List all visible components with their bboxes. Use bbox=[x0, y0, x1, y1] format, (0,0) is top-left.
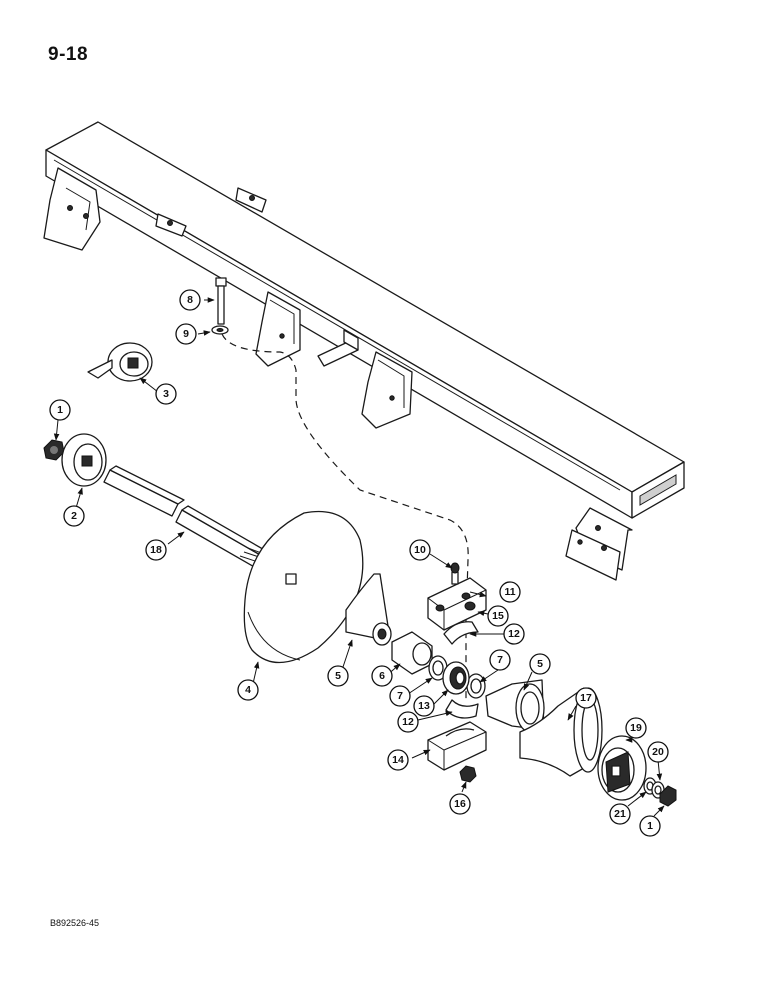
assembly-dashed-line bbox=[221, 333, 469, 700]
figure-reference: B892526-45 bbox=[50, 918, 100, 928]
page-number: 9-18 bbox=[48, 44, 89, 65]
scraper-plate bbox=[87, 342, 153, 382]
svg-text:11: 11 bbox=[504, 586, 515, 598]
svg-text:17: 17 bbox=[580, 692, 592, 704]
callout-8: 8 bbox=[179, 289, 201, 311]
callout-3: 3 bbox=[155, 383, 177, 405]
callout-6: 6 bbox=[371, 665, 393, 687]
svg-text:1: 1 bbox=[647, 820, 653, 832]
svg-text:13: 13 bbox=[418, 700, 430, 712]
spool-right bbox=[485, 679, 545, 733]
svg-text:1: 1 bbox=[57, 404, 63, 416]
callout-17: 17 bbox=[575, 687, 597, 709]
washer bbox=[211, 325, 229, 335]
nut-left bbox=[43, 439, 65, 461]
large-spool bbox=[519, 687, 603, 777]
svg-text:5: 5 bbox=[537, 658, 543, 670]
callout-7-right: 7 bbox=[489, 649, 511, 671]
svg-text:16: 16 bbox=[454, 798, 466, 810]
small-nut bbox=[464, 601, 476, 611]
end-washer bbox=[61, 433, 107, 487]
housing-top bbox=[427, 577, 487, 631]
callout-16: 16 bbox=[449, 793, 471, 815]
svg-text:21: 21 bbox=[614, 808, 626, 820]
svg-text:6: 6 bbox=[379, 670, 385, 682]
svg-text:7: 7 bbox=[497, 654, 503, 666]
liner-lower bbox=[445, 699, 479, 719]
frame-beam bbox=[45, 121, 685, 519]
svg-text:14: 14 bbox=[392, 754, 404, 766]
svg-text:10: 10 bbox=[414, 544, 426, 556]
hanger-tab bbox=[317, 329, 359, 367]
callout-2: 2 bbox=[63, 505, 85, 527]
callout-1-right: 1 bbox=[639, 815, 661, 837]
nut-bottom bbox=[459, 765, 477, 783]
callout-14: 14 bbox=[387, 749, 409, 771]
disc-blade bbox=[243, 510, 364, 664]
svg-text:19: 19 bbox=[630, 722, 642, 734]
frame-bracket-tab bbox=[155, 187, 267, 237]
callout-18: 18 bbox=[145, 539, 167, 561]
frame-leg-left bbox=[43, 167, 101, 251]
callout-5-left: 5 bbox=[327, 665, 349, 687]
svg-text:4: 4 bbox=[245, 684, 251, 696]
callout-1-left: 1 bbox=[49, 399, 71, 421]
svg-text:9: 9 bbox=[183, 328, 189, 340]
svg-text:7: 7 bbox=[397, 690, 403, 702]
callout-4: 4 bbox=[237, 679, 259, 701]
svg-text:12: 12 bbox=[508, 628, 520, 640]
callout-13: 13 bbox=[413, 695, 435, 717]
housing-bottom bbox=[427, 721, 487, 771]
hanger-bracket-2 bbox=[361, 351, 413, 429]
svg-text:20: 20 bbox=[652, 746, 664, 758]
callout-9: 9 bbox=[175, 323, 197, 345]
callout-5-right: 5 bbox=[529, 653, 551, 675]
hanger-bracket-1 bbox=[255, 291, 301, 367]
callout-12-lower: 12 bbox=[397, 711, 419, 733]
callout-12-upper: 12 bbox=[503, 623, 525, 645]
end-plate bbox=[597, 735, 647, 801]
frame-leg-right bbox=[565, 507, 633, 581]
svg-text:5: 5 bbox=[335, 670, 341, 682]
svg-text:2: 2 bbox=[71, 510, 77, 522]
bolt bbox=[215, 277, 227, 325]
callout-19: 19 bbox=[625, 717, 647, 739]
callout-leaders bbox=[53, 297, 665, 817]
callout-10: 10 bbox=[409, 539, 431, 561]
axle-shaft bbox=[103, 465, 269, 569]
spacer-washer-right bbox=[466, 673, 486, 699]
bearing bbox=[442, 661, 470, 695]
spool-left bbox=[345, 573, 392, 646]
callout-20: 20 bbox=[647, 741, 669, 763]
callout-11: 11 bbox=[499, 581, 521, 603]
callout-21: 21 bbox=[609, 803, 631, 825]
liner-upper bbox=[443, 621, 479, 645]
grease-fitting bbox=[450, 562, 460, 585]
svg-text:3: 3 bbox=[163, 388, 169, 400]
bushing-tube bbox=[391, 631, 433, 675]
svg-text:18: 18 bbox=[150, 544, 162, 556]
callout-7-left: 7 bbox=[389, 685, 411, 707]
svg-text:15: 15 bbox=[492, 610, 504, 622]
svg-text:12: 12 bbox=[402, 716, 414, 728]
nut-right bbox=[659, 785, 677, 807]
svg-text:8: 8 bbox=[187, 294, 193, 306]
callout-15: 15 bbox=[487, 605, 509, 627]
